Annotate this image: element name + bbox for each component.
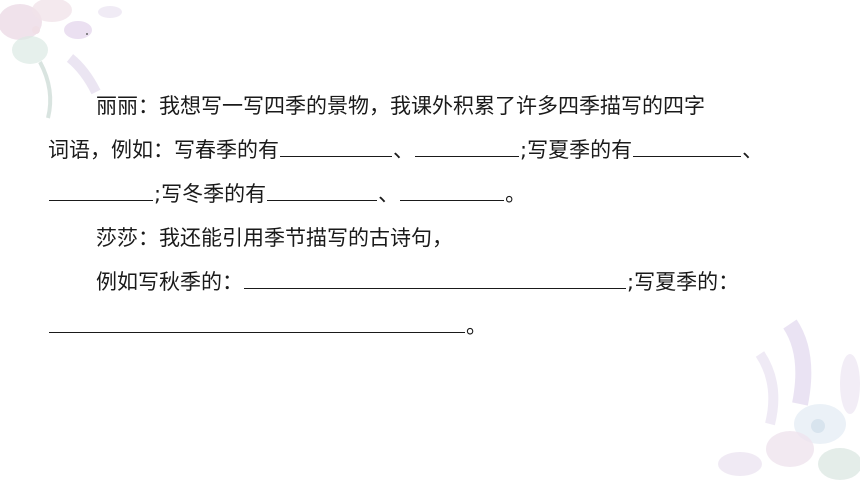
separator: 、 xyxy=(393,138,414,162)
stray-dot xyxy=(86,33,88,35)
paragraph-lili-line-2: 词语，例如：写春季的有 、 ;写夏季的有 、 xyxy=(48,128,828,172)
lili-line-1-text: 丽丽：我想写一写四季的景物，我课外积累了许多四季描写的四字 xyxy=(96,94,705,118)
autumn-poem-blank[interactable] xyxy=(244,260,626,289)
winter-blank-1[interactable] xyxy=(267,172,378,201)
floral-decoration-top-left xyxy=(0,0,122,119)
dialogue-text: 丽丽：我想写一写四季的景物，我课外积累了许多四季描写的四字 词语，例如：写春季的… xyxy=(48,84,828,348)
lili-line-2-text-b: ;写夏季的有 xyxy=(520,138,633,162)
period: 。 xyxy=(505,182,527,206)
separator: 、 xyxy=(378,182,400,206)
spring-blank-1[interactable] xyxy=(280,128,392,157)
separator: 、 xyxy=(742,138,764,162)
lili-line-2-text-a: 词语，例如：写春季的有 xyxy=(48,138,279,162)
shasha-line-1-text: 莎莎：我还能引用季节描写的古诗句， xyxy=(96,226,453,250)
period: 。 xyxy=(466,314,487,338)
floral-decoration-bottom-right xyxy=(718,319,860,480)
spring-blank-2[interactable] xyxy=(415,128,519,157)
summer-blank-2[interactable] xyxy=(49,172,153,201)
shasha-line-2-text-a: 例如写秋季的： xyxy=(96,270,243,294)
paragraph-lili-line-1: 丽丽：我想写一写四季的景物，我课外积累了许多四季描写的四字 xyxy=(48,84,828,128)
shasha-line-2-text-b: ;写夏季的： xyxy=(627,270,740,294)
lili-line-3-text: ;写冬季的有 xyxy=(154,182,267,206)
summer-poem-blank[interactable] xyxy=(49,304,465,333)
paragraph-shasha-line-3: 。 xyxy=(48,304,828,348)
paragraph-shasha-line-2: 例如写秋季的： ;写夏季的： xyxy=(48,260,828,304)
paragraph-shasha-line-1: 莎莎：我还能引用季节描写的古诗句， xyxy=(48,216,828,260)
winter-blank-2[interactable] xyxy=(400,172,505,201)
summer-blank-1[interactable] xyxy=(633,128,742,157)
paragraph-lili-line-3: ;写冬季的有 、 。 xyxy=(48,172,828,216)
